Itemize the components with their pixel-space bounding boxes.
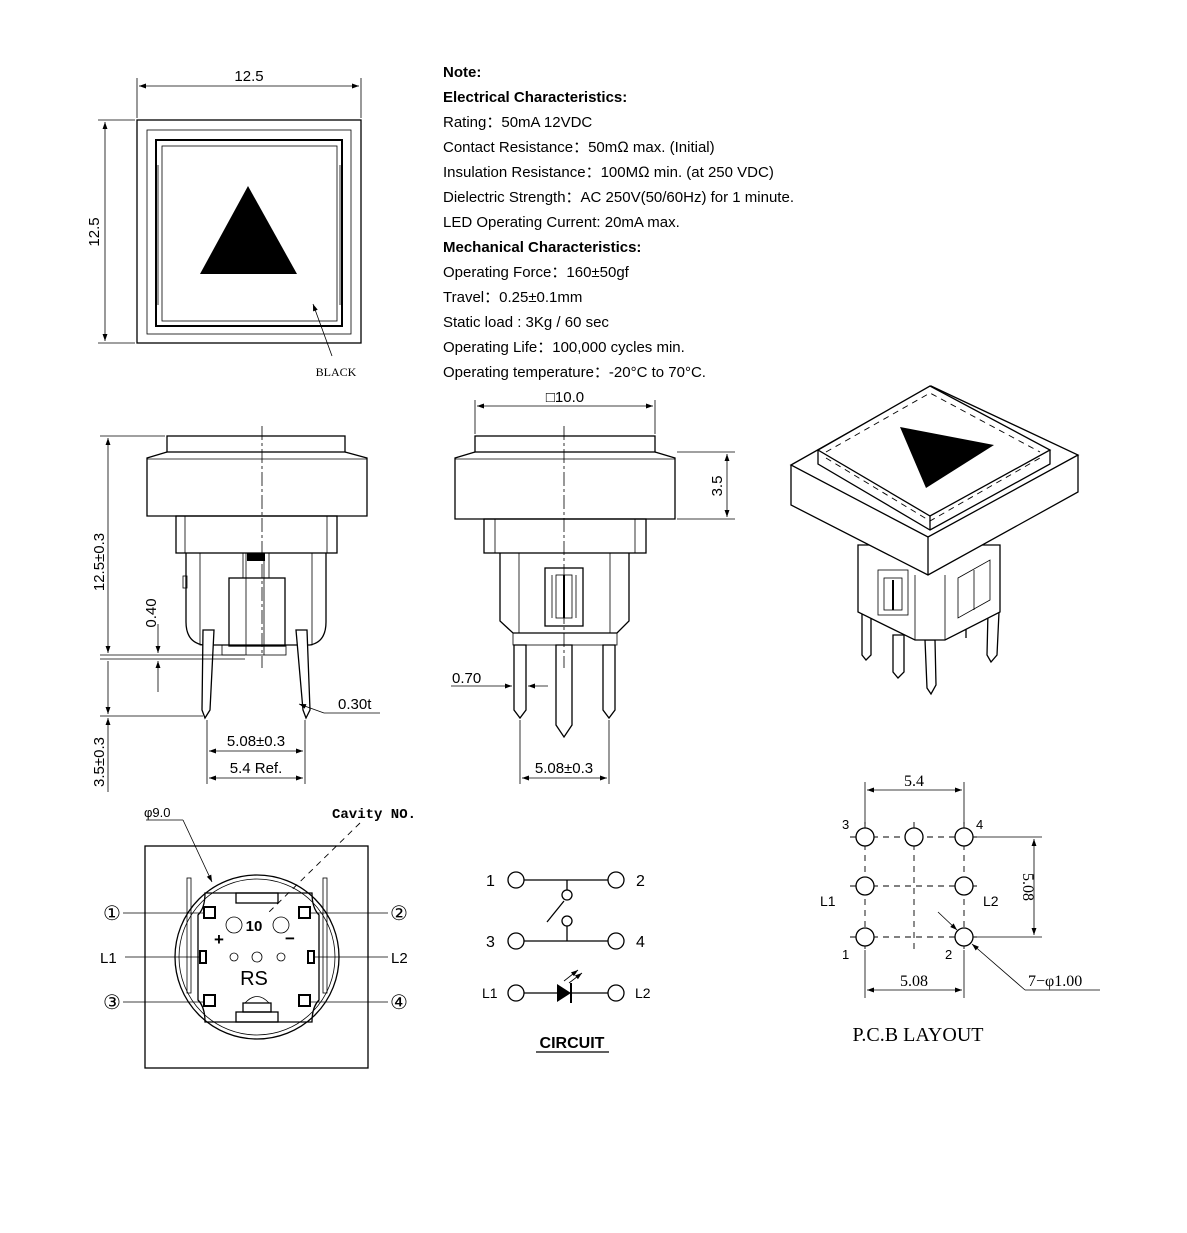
- spec-rating: Rating：50mA 12VDC: [443, 114, 593, 131]
- side-cap-height-dim: 3.5: [709, 476, 726, 497]
- front-gap-dim: 0.40: [143, 598, 160, 627]
- front-ref-dim: 5.4 Ref.: [230, 760, 283, 777]
- pcb-p4: 4: [976, 817, 983, 832]
- pcb-p2: 2: [945, 947, 952, 962]
- spec-travel: Travel：0.25±0.1mm: [443, 289, 583, 306]
- pcb-p1: 1: [842, 947, 849, 962]
- bottom-pin3: ③: [103, 992, 121, 1014]
- iso-triangle-icon: [900, 427, 994, 488]
- bottom-l1: L1: [100, 950, 117, 967]
- bottom-pin2: ②: [390, 903, 408, 925]
- bottom-mark-label: RS: [240, 968, 268, 990]
- spec-operating-life: Operating Life：100,000 cycles min.: [443, 339, 685, 356]
- pcb-layout: 5.4 5.08 5.08 7−φ1.00 3 4 L1 L2 1 2 P.C.…: [820, 773, 1100, 1046]
- led-diode-icon: [557, 984, 571, 1002]
- mechanical-heading: Mechanical Characteristics:: [443, 239, 642, 256]
- top-view: 12.5 12.5 BLACK: [86, 68, 362, 379]
- bottom-minus: −: [285, 929, 295, 948]
- bottom-diameter-dim: φ9.0: [144, 805, 171, 820]
- top-color-label: BLACK: [316, 365, 357, 379]
- front-thickness-dim: 0.30t: [338, 696, 372, 713]
- pcb-l1: L1: [820, 893, 836, 909]
- bottom-cavity-number: 10: [246, 918, 263, 935]
- spec-insulation-resistance: Insulation Resistance：100MΩ min. (at 250…: [443, 164, 774, 181]
- pcb-p3: 3: [842, 817, 849, 832]
- bottom-plus: +: [214, 930, 224, 949]
- notes-title: Note:: [443, 64, 482, 81]
- notes-block: Note: Electrical Characteristics: Rating…: [443, 60, 963, 385]
- side-pin-width-dim: 0.70: [452, 670, 481, 687]
- circuit-title: CIRCUIT: [540, 1035, 605, 1052]
- circuit-l2: L2: [635, 985, 651, 1001]
- circuit-l1: L1: [482, 985, 498, 1001]
- pcb-title: P.C.B LAYOUT: [853, 1024, 984, 1046]
- circuit-t1: 1: [486, 873, 495, 890]
- circuit-t4: 4: [636, 934, 645, 951]
- pcb-pitch-dim: 5.08: [900, 973, 928, 990]
- bottom-pin4: ④: [390, 992, 408, 1014]
- circuit-t2: 2: [636, 873, 645, 890]
- pcb-height-dim: 5.08: [1019, 873, 1036, 901]
- front-view: 12.5±0.3 0.40 3.5±0.3 0.30t 5.08±0.3 5.4…: [91, 426, 380, 792]
- top-height-dim: 12.5: [86, 217, 103, 246]
- pcb-width-dim: 5.4: [904, 773, 924, 790]
- bottom-pin1: ①: [103, 903, 121, 925]
- side-view: □10.0 3.5 0.70 5.08±0.3: [451, 389, 735, 784]
- front-height-dim: 12.5±0.3: [91, 533, 108, 591]
- spec-led-current: LED Operating Current: 20mA max.: [443, 214, 680, 231]
- bottom-l2: L2: [391, 950, 408, 967]
- triangle-up-icon: [200, 186, 297, 274]
- front-pin-pitch-dim: 5.08±0.3: [227, 733, 285, 750]
- spec-static-load: Static load : 3Kg / 60 sec: [443, 314, 609, 331]
- pcb-hole-dim: 7−φ1.00: [1028, 973, 1082, 990]
- isometric-view: [789, 385, 1080, 696]
- bottom-view: + − 10 RS φ9.0 Cavity NO. ① ② ③ ④ L1 L2: [100, 805, 416, 1069]
- bottom-cavity-label: Cavity NO.: [332, 807, 416, 823]
- spec-operating-force: Operating Force：160±50gf: [443, 264, 629, 281]
- side-cap-dim: □10.0: [546, 389, 584, 406]
- top-width-dim: 12.5: [234, 68, 263, 85]
- side-pin-pitch-dim: 5.08±0.3: [535, 760, 593, 777]
- pcb-l2: L2: [983, 893, 999, 909]
- electrical-heading: Electrical Characteristics:: [443, 89, 628, 106]
- circuit-diagram: 1 2 3 4 L1 L2 CIRCUIT: [482, 871, 651, 1053]
- spec-contact-resistance: Contact Resistance：50mΩ max. (Initial): [443, 139, 715, 156]
- spec-dielectric-strength: Dielectric Strength：AC 250V(50/60Hz) for…: [443, 189, 794, 206]
- spec-operating-temperature: Operating temperature：-20°C to 70°C.: [443, 364, 706, 381]
- circuit-t3: 3: [486, 934, 495, 951]
- front-pin-length-dim: 3.5±0.3: [91, 737, 108, 787]
